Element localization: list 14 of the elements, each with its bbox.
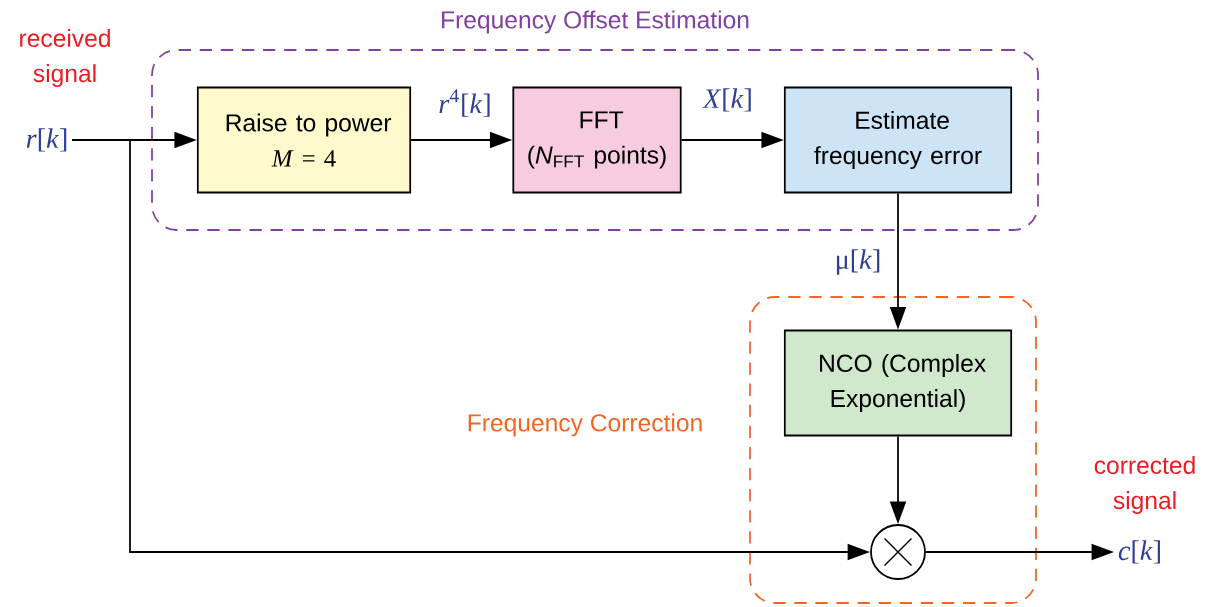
signal-label: r[k] [26, 128, 67, 152]
process-box: FFT (N$_{FFT}$ points) [512, 86, 682, 194]
signal-label: c[k] [1118, 540, 1160, 564]
signal-caption: corrected signal [1094, 455, 1195, 515]
process-box: Estimate frequency error [783, 86, 1013, 194]
edge-label: μ[k] [832, 247, 884, 277]
signal-caption: received signal [20, 28, 110, 88]
multiplier-circle [870, 524, 926, 580]
group-title: Frequency Correction [468, 413, 702, 437]
edge-label: X[k] [701, 86, 755, 114]
process-box: Raise to power M = 4 [196, 86, 412, 194]
edge-label: r$^{4}$[k] [436, 87, 494, 119]
process-box: NCO (Complex Exponential) [783, 329, 1013, 437]
group-title: Frequency Offset Estimation [442, 10, 749, 34]
